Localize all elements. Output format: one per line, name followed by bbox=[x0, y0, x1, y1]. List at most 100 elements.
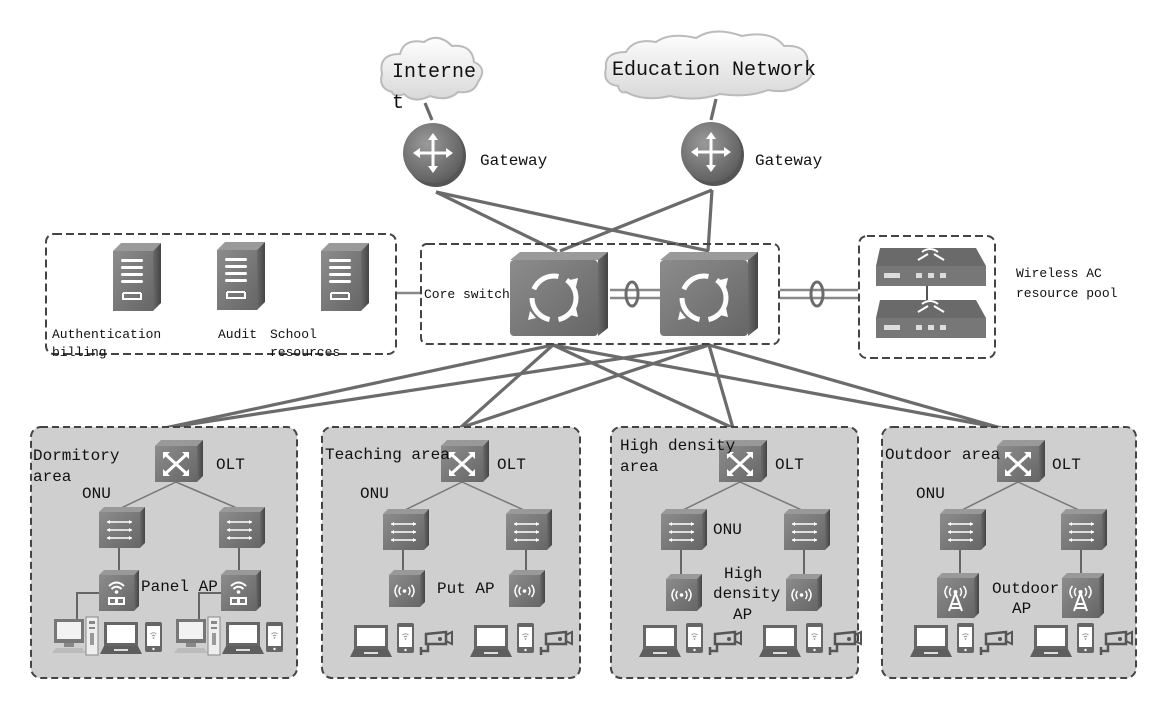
core-switch-label: Core switch bbox=[424, 287, 510, 302]
wireless-ap-icon bbox=[785, 573, 823, 612]
smartphone-icon bbox=[144, 621, 163, 653]
onu-icon bbox=[382, 508, 430, 551]
internet-cloud-icon bbox=[380, 36, 484, 101]
internet-cloud-label: Interne bbox=[392, 61, 477, 84]
link-core1-outdoor bbox=[552, 343, 1002, 430]
link-core2-hd bbox=[707, 344, 735, 429]
laptop-icon bbox=[470, 625, 512, 657]
onu-icon bbox=[505, 508, 553, 551]
link-gw1-core2 bbox=[435, 190, 710, 253]
authentication-billing-label: Authentication bbox=[52, 327, 162, 342]
onu-icon bbox=[218, 506, 266, 549]
smartphone-icon bbox=[1076, 622, 1095, 654]
area-name-label: Outdoor area bbox=[885, 446, 1001, 464]
education-network-label: Education Network bbox=[612, 59, 817, 82]
ap-label-3: AP bbox=[733, 606, 753, 624]
access-area-3 bbox=[610, 426, 863, 679]
core-switch-group-box bbox=[420, 243, 780, 345]
link-internet-gateway1 bbox=[423, 102, 434, 121]
wireless-ac-label: Wireless AC bbox=[1016, 266, 1102, 281]
link-olt-onu bbox=[175, 481, 240, 510]
area-box bbox=[610, 426, 859, 679]
wireless-ac-controller-icon bbox=[876, 300, 986, 338]
smartphone-icon bbox=[805, 622, 824, 654]
link-core2-teach bbox=[459, 343, 710, 430]
wireless-ap-icon bbox=[388, 569, 426, 608]
link-gw2-core1 bbox=[559, 188, 713, 253]
onu-label: ONU bbox=[713, 521, 742, 539]
wireless-ac-label-2: resource pool bbox=[1016, 286, 1118, 301]
laptop-icon bbox=[350, 625, 392, 657]
olt-switch-icon bbox=[995, 438, 1047, 484]
authentication-server-icon bbox=[112, 242, 162, 312]
onu-icon bbox=[660, 508, 708, 551]
olt-label: OLT bbox=[1052, 456, 1081, 474]
link-core2-dorm bbox=[164, 343, 710, 430]
desktop-pc-icon bbox=[51, 616, 99, 656]
link-olt-onu bbox=[680, 481, 741, 512]
outdoor-ap-icon bbox=[1061, 572, 1105, 619]
area-box bbox=[30, 426, 298, 679]
audit-server-icon bbox=[216, 241, 266, 311]
ap-label-2: AP bbox=[1012, 600, 1032, 618]
ap-label: Panel AP bbox=[141, 578, 218, 596]
onu-label: ONU bbox=[82, 485, 111, 503]
onu-icon bbox=[1060, 508, 1108, 551]
wireless-ap-icon bbox=[665, 573, 703, 612]
wireless-ap-icon bbox=[508, 569, 546, 608]
gateway-label: Gateway bbox=[755, 152, 823, 170]
ap-label: Put AP bbox=[437, 580, 495, 598]
onu-icon bbox=[98, 506, 146, 549]
link-edu-gateway2 bbox=[709, 98, 718, 121]
link-aggregation-icon bbox=[809, 280, 825, 308]
access-area-4 bbox=[881, 426, 1137, 679]
link-core1-hd bbox=[552, 343, 734, 430]
gateway-label: Gateway bbox=[480, 152, 548, 170]
link-olt-onu bbox=[739, 481, 805, 512]
olt-label: OLT bbox=[497, 456, 526, 474]
olt-label: OLT bbox=[216, 456, 245, 474]
area-name-label: Dormitory bbox=[33, 447, 120, 465]
links bbox=[164, 98, 1002, 430]
laptop-icon bbox=[100, 622, 142, 654]
desktop-pc-icon bbox=[173, 616, 221, 656]
wireless-ac-controller-icon bbox=[876, 248, 986, 286]
panel-ap-icon bbox=[220, 569, 262, 612]
smartphone-icon bbox=[685, 622, 704, 654]
ap-label: High bbox=[724, 565, 763, 583]
laptop-icon bbox=[759, 625, 801, 657]
school-resources-server-icon bbox=[320, 242, 370, 312]
smartphone-icon bbox=[396, 622, 415, 654]
access-area-1 bbox=[30, 426, 298, 679]
area-name-label-2: area bbox=[33, 468, 72, 486]
link-aggregation-icon bbox=[624, 280, 640, 308]
server-group-box bbox=[45, 233, 397, 355]
link-gw1-core1 bbox=[435, 190, 558, 253]
school-resources-label-2: resources bbox=[270, 345, 341, 360]
wireless-ac-group-box bbox=[858, 235, 996, 359]
laptop-icon bbox=[1030, 625, 1072, 657]
core-switch-icon bbox=[660, 252, 758, 336]
gateway-router-icon bbox=[403, 123, 466, 187]
ap-label: Outdoor bbox=[992, 580, 1060, 598]
link-core1-dorm bbox=[164, 343, 554, 430]
onu-icon bbox=[783, 508, 831, 551]
link-olt-onu bbox=[118, 481, 177, 510]
onu-label: ONU bbox=[360, 485, 389, 503]
olt-switch-icon bbox=[153, 438, 205, 484]
school-resources-label: School bbox=[270, 327, 317, 342]
laptop-icon bbox=[910, 625, 952, 657]
area-name-label: Teaching area bbox=[325, 446, 450, 464]
onu-label: ONU bbox=[916, 485, 945, 503]
education-network-cloud-icon bbox=[604, 30, 813, 100]
access-area-2 bbox=[321, 426, 581, 679]
core-switch-icon bbox=[510, 252, 608, 336]
onu-icon bbox=[939, 508, 987, 551]
outdoor-ap-icon bbox=[936, 572, 980, 619]
laptop-icon bbox=[222, 622, 264, 654]
gateway-router-icon bbox=[681, 122, 744, 186]
internet-cloud-label-wrap: t bbox=[392, 92, 405, 115]
link-core1-teach bbox=[458, 343, 555, 430]
link-gw2-core2 bbox=[706, 189, 714, 252]
